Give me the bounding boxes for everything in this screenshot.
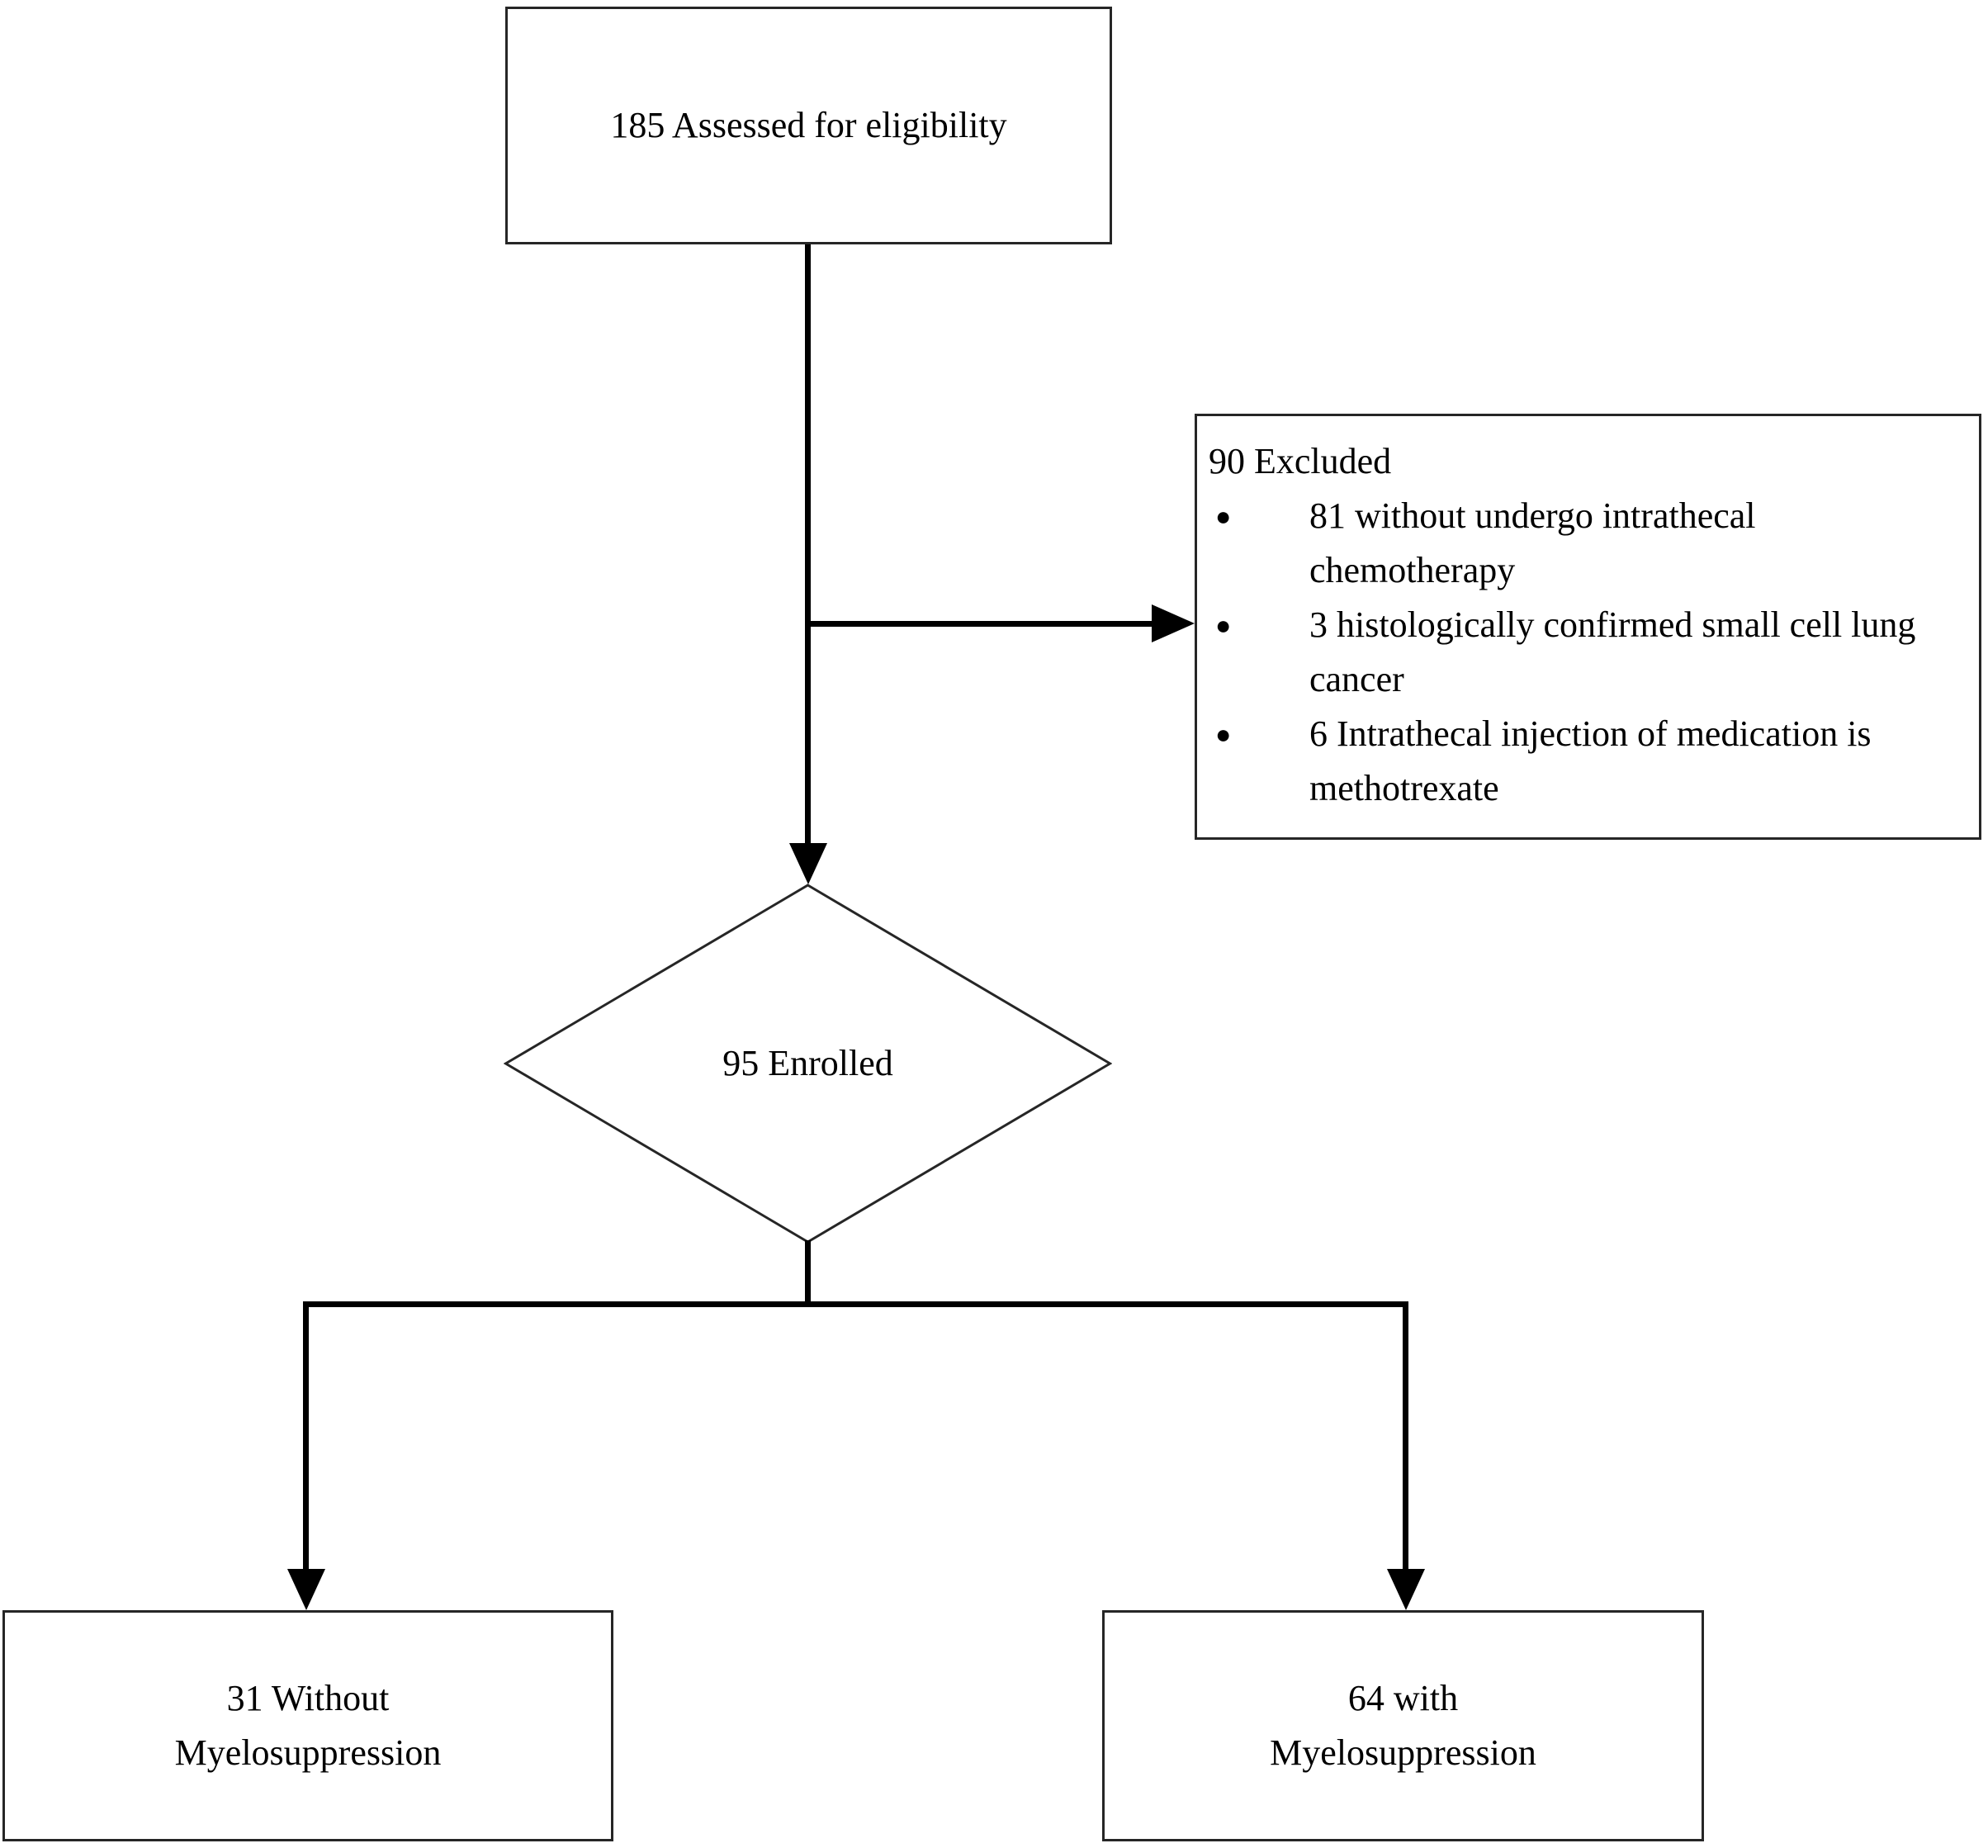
arrowhead-into-without-myelosuppression-icon: [287, 1569, 325, 1610]
connector-to-without-myelosuppression: [303, 1301, 309, 1571]
excluded-reason-item: 81 without undergo intrathecal chemother…: [1209, 489, 1972, 598]
node-with-myelosuppression-label: 64 with Myelosuppression: [1270, 1678, 1536, 1773]
excluded-reasons-list: 81 without undergo intrathecal chemother…: [1209, 489, 1972, 816]
node-enrolled-label: 95 Enrolled: [722, 1043, 893, 1083]
node-without-myelosuppression: 31 Without Myelosuppression: [2, 1610, 613, 1841]
connector-assessed-to-excluded: [805, 621, 1153, 627]
excluded-reason-item: 3 histologically confirmed small cell lu…: [1209, 598, 1972, 707]
arrowhead-into-excluded-icon: [1152, 604, 1195, 642]
excluded-title: 90 Excluded: [1209, 441, 1392, 481]
connector-to-with-myelosuppression: [1403, 1301, 1408, 1571]
node-assessed-label: 185 Assessed for eligibility: [610, 105, 1007, 145]
node-enrolled: 95 Enrolled: [504, 884, 1112, 1244]
arrowhead-into-enrolled-icon: [789, 843, 827, 884]
node-without-myelosuppression-label: 31 Without Myelosuppression: [174, 1678, 442, 1773]
connector-assessed-to-enrolled: [805, 244, 811, 845]
node-assessed-for-eligibility: 185 Assessed for eligibility: [505, 7, 1112, 244]
connector-enrolled-stem: [805, 1240, 811, 1305]
node-excluded: 90 Excluded 81 without undergo intrathec…: [1195, 414, 1981, 840]
excluded-reason-item: 6 Intrathecal injection of medication is…: [1209, 707, 1972, 816]
node-with-myelosuppression: 64 with Myelosuppression: [1102, 1610, 1704, 1841]
arrowhead-into-with-myelosuppression-icon: [1387, 1569, 1425, 1610]
connector-branch-bar: [303, 1301, 1408, 1307]
